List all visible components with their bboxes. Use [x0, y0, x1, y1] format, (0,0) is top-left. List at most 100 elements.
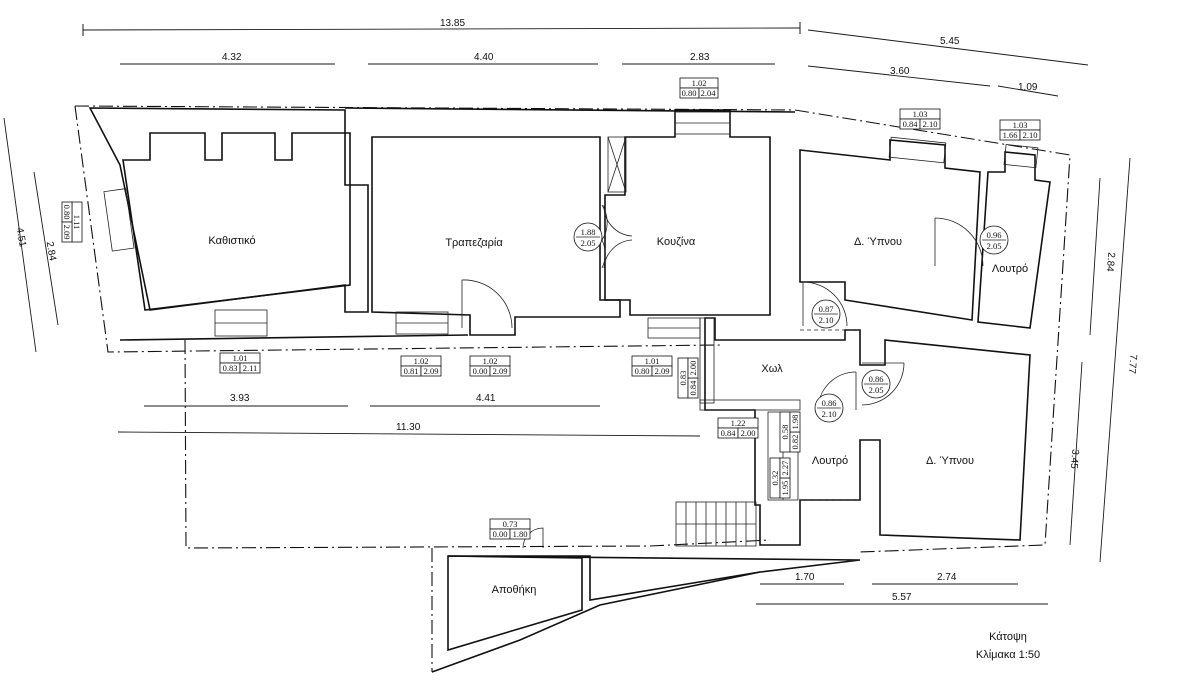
- room-bedroom1: Δ. Ύπνου: [854, 236, 902, 248]
- dim-bottom-total: 5.57: [892, 592, 912, 603]
- caption: Κάτοψη Κλίμακα 1:50: [976, 631, 1040, 661]
- dim-line-right-side-a: [1089, 177, 1101, 336]
- tag-sill: 0.84: [721, 428, 737, 438]
- door-tags: 1.88 2.05 0.96 2.05 0.87 2.10 0.86 2.10 …: [573, 222, 1009, 423]
- wall-living-outer: [88, 107, 369, 313]
- window-bed1-b: [1003, 144, 1039, 169]
- tag-door-width: 0.86: [869, 374, 884, 384]
- dim-right-top: 5.45: [940, 36, 960, 47]
- dim-right-side-total: 7.77: [1126, 354, 1139, 375]
- room-hall: Χωλ: [761, 363, 783, 375]
- tag-width: 0.83: [678, 371, 688, 386]
- tag-width: 1.02: [483, 356, 498, 366]
- tag-door-height: 2.05: [581, 238, 596, 248]
- tag-sill: 0.84: [688, 380, 698, 396]
- tag-door-width: 0.87: [819, 304, 834, 314]
- tag-height: 2.00: [688, 361, 698, 376]
- door-bed2: [861, 362, 905, 406]
- tag-height: 2.10: [923, 119, 938, 129]
- tag-height: 2.09: [62, 225, 72, 240]
- tag-sill: 0.81: [404, 366, 419, 376]
- dim-right-side-b: 3.45: [1068, 449, 1081, 470]
- property-outline: [74, 105, 1071, 672]
- tag-sill: 0.84: [903, 119, 919, 129]
- room-kitchen: Κουζίνα: [657, 236, 696, 248]
- outline-south-west: [184, 339, 771, 549]
- dim-line-mid-total: [117, 431, 701, 437]
- tag-door-bed2: 0.86 2.05: [861, 369, 891, 399]
- tag-sill: 0.00: [493, 529, 508, 539]
- door-hall-bed1: [802, 281, 848, 327]
- wall-dining-inner: [371, 136, 621, 336]
- room-bedroom2: Δ. Ύπνου: [926, 455, 974, 467]
- wall-storage-outer: [431, 571, 761, 673]
- wall-kitchen-inner: [604, 109, 771, 316]
- dim-top-c: 2.83: [690, 52, 710, 63]
- outline-north-east: [74, 105, 1071, 553]
- chimney-hatch: [607, 136, 627, 193]
- tag-window-storage: 0.73 0.00 1.80: [489, 518, 531, 540]
- dim-line-left-outer: [3, 117, 37, 353]
- dimension-lines: 13.85 5.45 4.32 4.40 2.83 3.60 1.09 4.51…: [3, 18, 1139, 605]
- dim-line-right-side-total: [1099, 157, 1131, 563]
- door-bath1-swing: [934, 217, 984, 267]
- tag-height: 2.09: [424, 366, 439, 376]
- tag-window-dining-door: 1.02 0.00 2.09: [469, 355, 511, 377]
- tag-door-width: 0.96: [987, 230, 1002, 240]
- dim-left-outer: 4.51: [14, 227, 28, 249]
- tag-height: 1.80: [513, 529, 528, 539]
- tag-width: 1.11: [72, 215, 82, 230]
- dim-mid-b: 4.41: [476, 393, 496, 404]
- window-tags: 1.02 0.80 2.04 1.03 0.84 2.10 1.03 1.66 …: [61, 77, 1041, 540]
- wall-storage: [447, 555, 583, 652]
- tag-door-bath1: 0.96 2.05: [979, 225, 1009, 255]
- dim-line-right-a: [807, 65, 991, 87]
- dim-mid-total: 11.30: [396, 422, 421, 433]
- tag-height: 1.98: [790, 415, 800, 430]
- tag-width: 1.22: [731, 418, 746, 428]
- tag-window-hall-side: 0.83 0.84 2.00: [677, 357, 699, 399]
- wall-bath1: [977, 151, 1051, 329]
- tag-width: 0.73: [503, 519, 518, 529]
- walls: [88, 107, 1051, 673]
- door-leaf-c: [603, 204, 633, 237]
- wall-hall-bedroom2: [704, 317, 1031, 546]
- door-dining-swing: [461, 279, 513, 329]
- tag-height: 2.10: [1023, 130, 1038, 140]
- tag-width: 1.03: [913, 109, 928, 119]
- dim-line-left-inner: [33, 171, 59, 326]
- room-living: Καθιστικό: [208, 235, 255, 247]
- tag-window-bed1-b: 1.03 1.66 2.10: [999, 119, 1041, 141]
- tag-height: 2.00: [741, 428, 756, 438]
- tag-door-height: 2.10: [822, 409, 837, 419]
- wall-north: [344, 107, 796, 113]
- dim-left-inner: 2.84: [44, 241, 58, 263]
- tag-door-height: 2.05: [987, 241, 1002, 251]
- dim-line-overall-top: [82, 27, 801, 31]
- tag-sill: 1.95: [780, 481, 790, 496]
- tag-door-height: 2.05: [869, 385, 884, 395]
- tag-sill: 0.83: [223, 363, 238, 373]
- outline-west: [74, 105, 721, 353]
- tag-window-living-bottom: 1.01 0.83 2.11: [219, 352, 261, 374]
- dim-mid-a: 3.93: [230, 393, 250, 404]
- door-leaf-b: [601, 239, 606, 269]
- tag-width: 0.32: [770, 471, 780, 486]
- tag-sill: 0.80: [682, 88, 697, 98]
- room-storage: Αποθήκη: [492, 584, 537, 596]
- tag-height: 2.09: [655, 366, 670, 376]
- tag-sill: 0.80: [62, 205, 72, 220]
- wall-south-a: [119, 334, 469, 341]
- tag-width: 1.01: [645, 356, 660, 366]
- tag-window-living-side: 1.11 0.80 2.09: [61, 201, 83, 243]
- door-leaf-a: [601, 204, 608, 241]
- kitchen-chimney: [607, 136, 627, 193]
- tag-window-bath2-b: 0.32 1.95 2.27: [769, 457, 791, 499]
- tag-window-bed1-a: 1.03 0.84 2.10: [899, 108, 941, 130]
- plan-title: Κάτοψη: [989, 631, 1027, 643]
- room-labels: Καθιστικό Τραπεζαρία Κουζίνα Δ. Ύπνου Λο…: [208, 235, 1028, 596]
- window-hall-bottom: [699, 399, 801, 411]
- window-hall-side: [699, 317, 715, 404]
- tag-height: 2.27: [780, 461, 790, 476]
